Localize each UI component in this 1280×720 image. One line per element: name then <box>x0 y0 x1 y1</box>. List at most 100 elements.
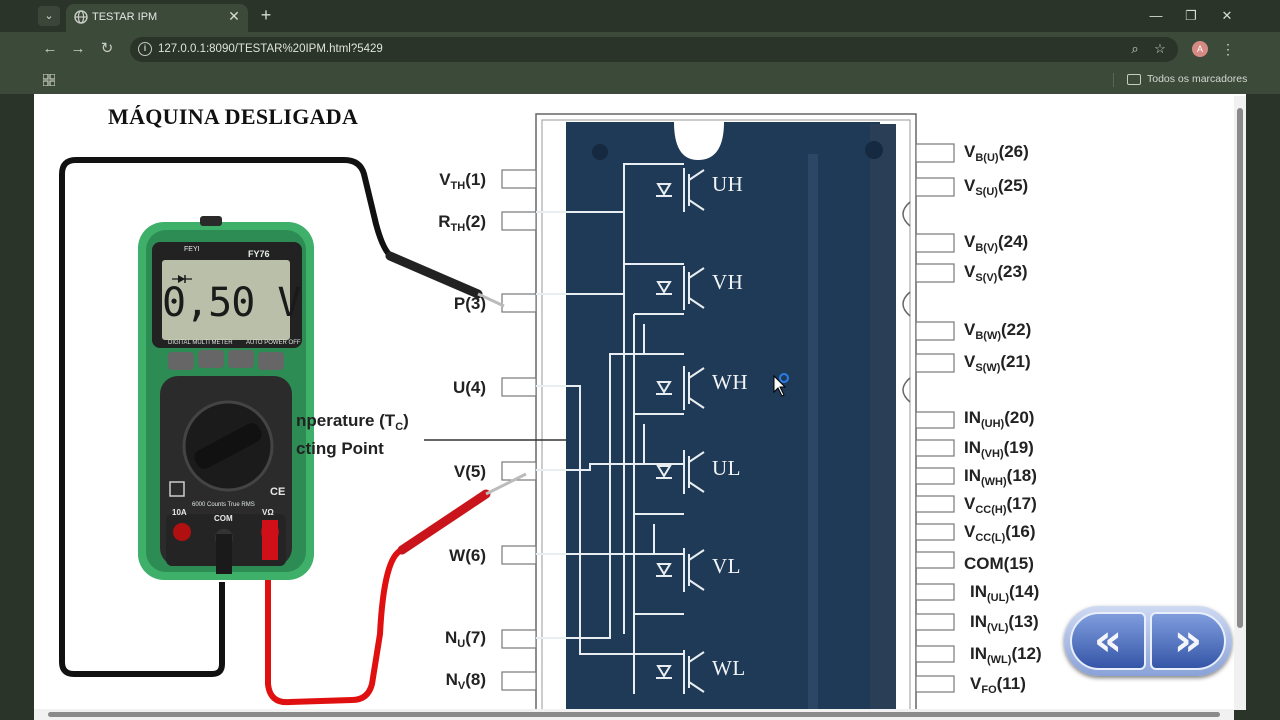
pin-name: V <box>439 170 451 189</box>
right-pin-label: IN(WH)(18) <box>964 466 1037 488</box>
pin-number: (24) <box>997 232 1029 251</box>
pin-sub: FO <box>981 684 997 696</box>
left-pin-label: V(5) <box>454 462 486 484</box>
address-bar[interactable]: i 127.0.0.1:8090/TESTAR%20IPM.html?5429 … <box>130 37 1178 62</box>
pin-name: V <box>964 142 976 161</box>
right-pin-leads <box>915 143 955 693</box>
right-pin-label: VCC(H)(17) <box>964 494 1037 516</box>
diode-icon <box>172 275 192 283</box>
pin-sub: B(U) <box>975 152 999 164</box>
tab-title: TESTAR IPM <box>92 11 158 23</box>
igbt-label-ul: UL <box>712 456 741 480</box>
pin-name: COM <box>964 554 1004 573</box>
pin-number: (3) <box>465 294 486 313</box>
profile-avatar[interactable]: A <box>1192 41 1208 57</box>
pin-name: V <box>970 674 982 693</box>
tc-label-close: ) <box>403 411 409 430</box>
pin-number: (18) <box>1006 466 1037 485</box>
site-info-icon[interactable]: i <box>138 42 152 56</box>
close-window-icon[interactable]: ✕ <box>1221 8 1233 23</box>
meter-com-jack: COM <box>214 514 233 523</box>
pin-number: (20) <box>1004 408 1035 427</box>
pin-sub: (WH) <box>981 476 1007 488</box>
close-icon[interactable]: ✕ <box>228 8 240 24</box>
menu-icon[interactable]: ⋮ <box>1221 41 1235 57</box>
pin-sub: B(V) <box>975 242 998 254</box>
forward-button[interactable]: → <box>70 40 86 57</box>
left-pin-label: NV(8) <box>446 670 486 692</box>
meter-reading: 0,50 V <box>162 280 301 326</box>
right-pin-label: COM(15) <box>964 554 1034 576</box>
right-pin-label: VS(V)(23) <box>964 262 1028 284</box>
igbt-label-vh: VH <box>712 270 744 294</box>
meter-brand: FEYI <box>184 246 200 253</box>
pin-number: (2) <box>465 212 486 231</box>
reload-button[interactable]: ↻ <box>100 40 114 57</box>
left-pin-leads <box>501 169 537 691</box>
igbt-label-uh: UH <box>712 172 744 196</box>
next-button[interactable]: » <box>1150 612 1226 670</box>
zoom-icon[interactable]: ⌕ <box>1131 41 1139 56</box>
restore-icon[interactable]: ❐ <box>1185 8 1197 23</box>
pin-number: (19) <box>1003 438 1034 457</box>
igbt-label-wh: WH <box>712 370 748 394</box>
vertical-scroll-thumb[interactable] <box>1237 108 1243 628</box>
pin-name: U <box>452 378 466 397</box>
pin-sub: S(W) <box>975 362 1001 374</box>
folder-icon[interactable] <box>1127 74 1141 85</box>
pin-number: (8) <box>465 670 486 689</box>
right-pin-label: VB(U)(26) <box>964 142 1029 164</box>
pin-name: IN <box>970 612 987 631</box>
previous-button[interactable]: « <box>1070 612 1146 670</box>
pin-number: (5) <box>465 462 486 481</box>
pin-number: (17) <box>1006 494 1037 513</box>
black-probe <box>385 251 505 308</box>
horizontal-scroll-thumb[interactable] <box>48 712 1220 717</box>
pin-name: IN <box>964 438 981 457</box>
tab-bar: ⌄ TESTAR IPM ✕ + — ❐ ✕ <box>0 0 1280 32</box>
pin-number: (25) <box>997 176 1029 195</box>
tc-label: nperature (TC) cting Point <box>296 410 409 459</box>
right-pin-label: IN(WL)(12) <box>970 644 1042 666</box>
apps-grid-icon[interactable] <box>43 74 55 86</box>
pin-sub: (UH) <box>981 418 1005 430</box>
pin-name: IN <box>964 408 981 427</box>
pin-number: (11) <box>996 674 1026 693</box>
pin-name: V <box>964 232 976 251</box>
back-button[interactable]: ← <box>42 40 58 57</box>
new-tab-button[interactable]: + <box>260 5 272 25</box>
pin-number: (4) <box>465 378 486 397</box>
bookmarks-bar: Todos os marcadores <box>0 66 1280 94</box>
pin-sub: B(W) <box>975 330 1001 342</box>
pin-sub: U <box>457 638 466 650</box>
tab-search-button[interactable]: ⌄ <box>38 6 60 26</box>
pin-sub: TH <box>450 180 466 192</box>
pin-sub: CC(H) <box>975 504 1007 516</box>
bookmarks-separator <box>1113 73 1114 87</box>
right-pin-label: IN(UH)(20) <box>964 408 1034 430</box>
meter-10a-jack: 10A <box>172 508 187 517</box>
pin-name: V <box>964 320 976 339</box>
pin-name: W <box>449 546 466 565</box>
pin-name: IN <box>964 466 981 485</box>
horizontal-scrollbar[interactable] <box>34 709 1234 720</box>
meter-v-jack: VΩ <box>262 508 274 517</box>
pin-sub: V <box>457 680 466 692</box>
pin-number: (22) <box>1001 320 1032 339</box>
pin-number: (7) <box>465 628 486 647</box>
bookmark-star-icon[interactable]: ☆ <box>1154 41 1166 56</box>
minimize-icon[interactable]: — <box>1149 8 1163 23</box>
pin-sub: TH <box>450 222 466 234</box>
internal-wiring <box>536 163 684 694</box>
url-text[interactable]: 127.0.0.1:8090/TESTAR%20IPM.html?5429 <box>158 43 383 55</box>
tab-testar-ipm[interactable]: TESTAR IPM ✕ <box>66 4 248 32</box>
right-pin-label: VFO(11) <box>970 674 1026 696</box>
all-bookmarks-link[interactable]: Todos os marcadores <box>1147 73 1248 85</box>
globe-icon <box>74 10 88 24</box>
pin-name: V <box>964 352 976 371</box>
meter-auto-tag: AUTO POWER OFF <box>246 340 301 346</box>
left-pin-label: VTH(1) <box>439 170 486 192</box>
vertical-scrollbar[interactable] <box>1234 96 1246 710</box>
tc-label-sub: C <box>395 421 404 433</box>
left-pin-label: P(3) <box>454 294 486 316</box>
